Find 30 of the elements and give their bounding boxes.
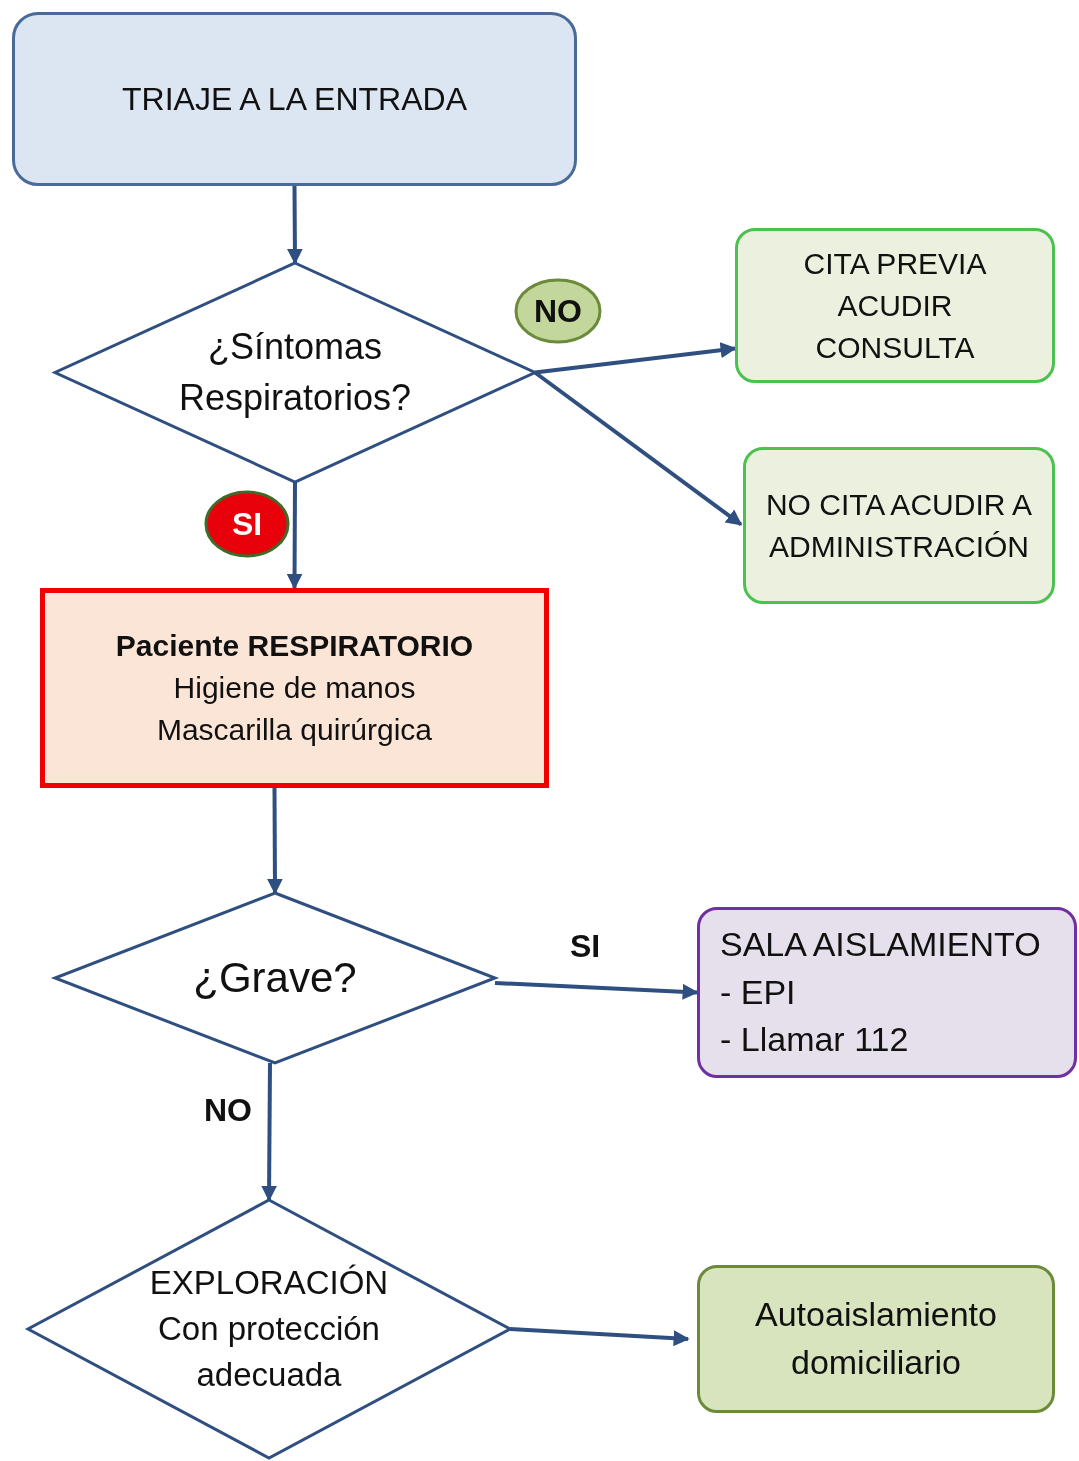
arrow — [509, 1327, 690, 1347]
answer-badge — [514, 278, 602, 344]
list-item: - EPI — [720, 971, 796, 1013]
node-text: Paciente RESPIRATORIO — [115, 628, 474, 664]
arrow — [286, 482, 303, 590]
process-box — [735, 228, 1055, 383]
arrow — [266, 788, 283, 895]
list-item: Mascarilla quirúrgica — [156, 712, 433, 748]
answer-badge — [204, 490, 290, 558]
list-item: - Llamar 112 — [720, 1019, 909, 1061]
arrow — [534, 342, 737, 375]
arrow — [494, 981, 699, 1000]
node-text: TRIAJE A LA ENTRADA — [122, 79, 467, 119]
node-text: NO CITA ACUDIR A ADMINISTRACIÓN — [764, 486, 1034, 565]
node-text: CITA PREVIA ACUDIR CONSULTA — [802, 245, 988, 366]
list-item: Higiene de manos — [173, 670, 416, 706]
node-text: Autoaislamiento domiciliario — [754, 1294, 998, 1383]
process-box — [697, 907, 1077, 1078]
node-text: SALA AISLAMIENTO — [720, 924, 1041, 966]
process-box — [40, 588, 549, 788]
start-box — [12, 12, 577, 186]
process-box — [743, 447, 1055, 604]
node-text: EXPLORACIÓN Con protección adecuada — [148, 1262, 390, 1396]
arrow — [286, 186, 303, 265]
process-box — [697, 1265, 1055, 1413]
arrow — [261, 1063, 278, 1202]
decision-diamond — [28, 1200, 510, 1458]
node-text: NO — [534, 291, 582, 331]
node-text: ¿Grave? — [193, 952, 357, 1003]
node-text: SI — [231, 504, 263, 544]
